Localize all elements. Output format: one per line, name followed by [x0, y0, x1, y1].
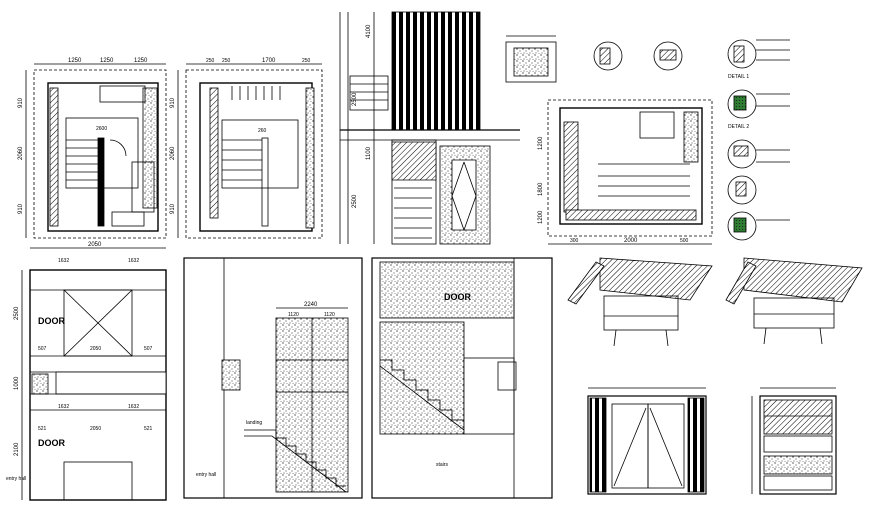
plan-middle	[177, 63, 323, 239]
elev-left-dim-lower-2: 1632	[128, 404, 139, 410]
section-top-labels: 4100 2500 1100 2500	[352, 24, 372, 208]
elev-left-dim-top: 2050	[88, 242, 102, 248]
section-mid-landing: landing	[246, 420, 262, 426]
elev-left-caption: entry hall	[6, 476, 26, 482]
elev-left-dim-mid-2: 2050	[90, 346, 101, 352]
section-top-dim-1: 4100	[366, 24, 372, 38]
section-right	[371, 257, 553, 499]
plan-left-stair-label: 2600	[96, 126, 107, 132]
section-middle-labels: 2240 1120 1120 landing entry hall	[196, 302, 335, 478]
section-top	[339, 11, 520, 245]
plan-middle-dim-side-3: 910	[170, 203, 176, 214]
plan-right-dim-side-3: 1200	[538, 210, 544, 224]
plan-middle-dim-side-2: 2060	[170, 146, 176, 160]
section-mid-dim-2: 1120	[324, 312, 335, 318]
plan-middle-labels: 250 250 1700 250 910 2060 910 260	[170, 58, 311, 214]
elev-left-dim-bottom-3: 521	[144, 426, 153, 432]
plan-right-dim-side-1: 1200	[538, 136, 544, 150]
plan-right-dim-2: 2000	[624, 238, 638, 244]
plan-right-dim-3: 500	[680, 238, 689, 244]
elev-left-door-label-2: DOOR	[38, 438, 66, 448]
plan-left-dim-top-1: 1250	[68, 58, 82, 64]
door-elevation	[587, 387, 707, 495]
elevation-left-labels: 2050 1632 1632 507 2050 507 1632 1632 52…	[6, 242, 153, 482]
plan-left-dim-side-3: 910	[18, 203, 24, 214]
plan-left-dim-side-1: 910	[18, 97, 24, 108]
plan-left-dim-top-2: 1250	[100, 58, 114, 64]
cabinet-elevation	[751, 387, 837, 495]
elev-left-dim-mid-3: 507	[144, 346, 153, 352]
detail-labels: DETAIL 1 DETAIL 2	[728, 74, 749, 130]
detail-label-1: DETAIL 1	[728, 74, 749, 80]
plan-left	[25, 63, 167, 239]
section-top-dim-4: 2500	[352, 194, 358, 208]
section-right-door-label: DOOR	[444, 292, 472, 302]
plan-middle-dim-top-4: 250	[302, 58, 311, 64]
elev-left-dim-side-3: 2100	[14, 442, 20, 456]
section-right-caption: stairs	[436, 462, 448, 468]
section-mid-dim-top: 2240	[304, 302, 318, 308]
elev-left-dim-mid-1: 507	[38, 346, 47, 352]
elev-left-dim-bottom-1: 521	[38, 426, 47, 432]
detail-circles	[593, 39, 790, 241]
plan-left-dim-side-2: 2060	[18, 146, 24, 160]
plan-left-labels: 1250 1250 1250 910 2060 910 2600	[18, 58, 148, 214]
plan-right-dim-1: 300	[570, 238, 579, 244]
elev-left-dim-side-2: 1000	[14, 376, 20, 390]
plan-middle-stair-label: 260	[258, 128, 267, 134]
plan-middle-dim-side-1: 910	[170, 97, 176, 108]
plan-right	[547, 99, 713, 245]
section-mid-caption: entry hall	[196, 472, 216, 478]
plan-middle-dim-top-1: 250	[206, 58, 215, 64]
elev-left-dim-bottom-2: 2050	[90, 426, 101, 432]
elevation-left	[21, 247, 167, 501]
elev-left-dim-lower-1: 1632	[58, 404, 69, 410]
elev-left-dim-side-1: 2500	[14, 306, 20, 320]
sloped-detail-right	[725, 257, 863, 345]
detail-box-top	[505, 35, 557, 83]
section-middle	[183, 257, 363, 499]
detail-label-2: DETAIL 2	[728, 124, 749, 130]
sloped-detail-left	[567, 257, 713, 347]
plan-middle-dim-top-2: 250	[222, 58, 231, 64]
elev-left-dim-top-2: 1632	[58, 258, 69, 264]
section-mid-dim-1: 1120	[288, 312, 299, 318]
plan-right-dim-side-2: 1800	[538, 182, 544, 196]
plan-right-labels: 300 2000 500 1200 1800 1200	[538, 136, 689, 244]
section-right-labels: DOOR stairs	[436, 292, 472, 468]
section-top-dim-3: 1100	[366, 146, 372, 160]
elev-left-door-label-1: DOOR	[38, 316, 66, 326]
elev-left-dim-top-3: 1632	[128, 258, 139, 264]
plan-middle-dim-top-3: 1700	[262, 58, 276, 64]
plan-left-dim-top-3: 1250	[134, 58, 148, 64]
section-top-dim-2: 2500	[352, 92, 358, 106]
